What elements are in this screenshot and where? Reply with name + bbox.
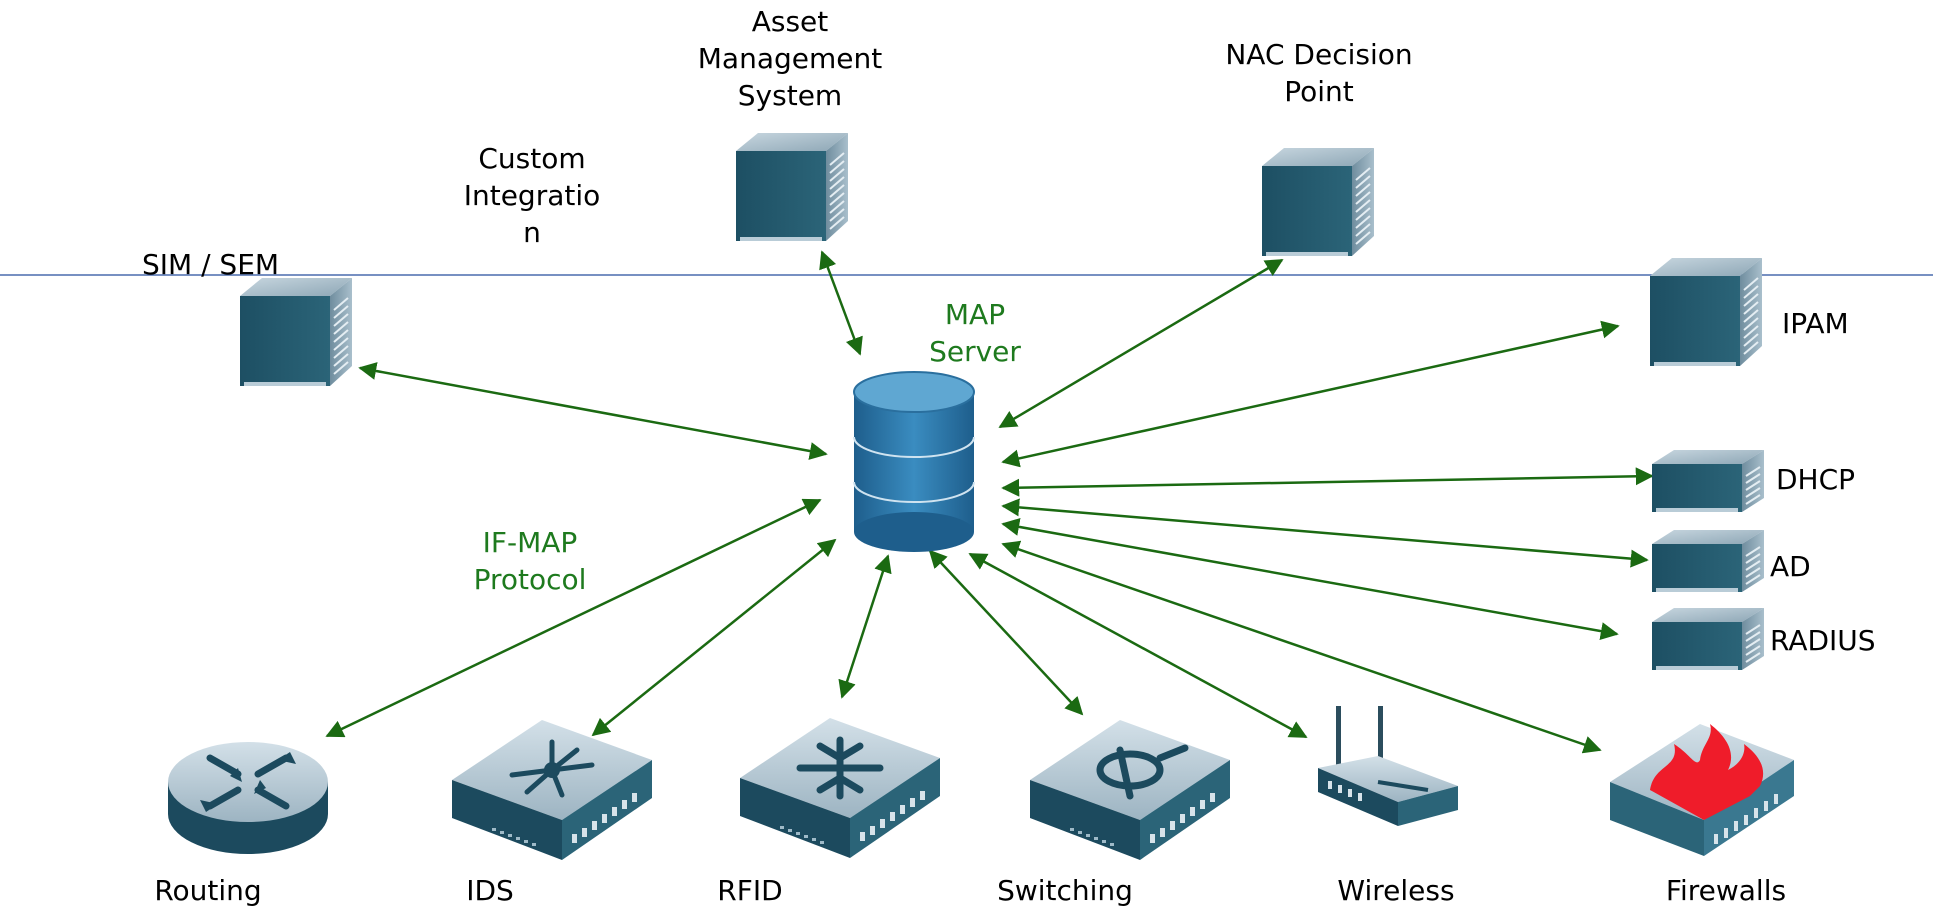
router-icon <box>168 742 328 854</box>
wireless-label: Wireless <box>1337 874 1455 907</box>
protocol-label-line: Protocol <box>473 563 587 596</box>
nac-label-line: NAC Decision <box>1225 38 1413 71</box>
connector-dhcp <box>1001 467 1654 497</box>
rfid-appliance-icon <box>740 718 940 858</box>
connector-lines <box>325 250 1654 754</box>
asset-label-line: Management <box>697 42 883 75</box>
map-server-label-line: Server <box>929 335 1021 368</box>
rack-server-icon <box>1651 529 1765 593</box>
server-tower-icon <box>239 277 353 387</box>
custom-integration-label: Custom Integratio n <box>440 140 624 251</box>
protocol-label-line: IF-MAP <box>482 526 578 559</box>
server-tower-icon <box>1649 257 1763 367</box>
rack-server-icon <box>1651 449 1765 513</box>
switching-label: Switching <box>997 874 1133 907</box>
radius-label: RADIUS <box>1770 624 1876 657</box>
map-server-label: MAP Server <box>900 296 1050 370</box>
connector-switching <box>928 549 1084 716</box>
switch-icon <box>1030 720 1230 860</box>
dhcp-label: DHCP <box>1776 463 1856 496</box>
connector-asset <box>819 250 863 356</box>
connector-ids <box>591 538 837 737</box>
sim-sem-label: SIM / SEM <box>142 248 280 281</box>
database-icon <box>853 371 975 552</box>
ids-appliance-icon <box>452 720 652 860</box>
connector-ipam <box>1001 320 1620 468</box>
asset-management-label: Asset Management System <box>683 3 897 114</box>
if-map-protocol-label: IF-MAP Protocol <box>440 524 620 598</box>
firewalls-label: Firewalls <box>1665 874 1787 907</box>
nac-decision-point-label: NAC Decision Point <box>1194 36 1444 110</box>
routing-label: Routing <box>154 874 262 907</box>
rfid-label: RFID <box>717 874 783 907</box>
rack-server-icon <box>1651 607 1765 671</box>
ad-label: AD <box>1770 550 1811 583</box>
server-tower-icon <box>1261 147 1375 257</box>
connector-radius <box>1001 517 1619 641</box>
connector-rfid <box>838 554 892 699</box>
connector-ad <box>1001 498 1649 568</box>
server-tower-icon <box>735 132 849 242</box>
custom-label-line: Custom <box>478 142 586 175</box>
ids-label: IDS <box>466 874 514 907</box>
connector-firewalls <box>1001 540 1602 754</box>
nac-label-line: Point <box>1284 75 1354 108</box>
connector-wireless <box>968 552 1308 739</box>
asset-label-line: Asset <box>751 5 829 38</box>
custom-label-line: n <box>523 216 541 249</box>
wireless-ap-icon <box>1318 706 1458 826</box>
firewall-icon <box>1610 724 1794 856</box>
ipam-label: IPAM <box>1782 307 1849 340</box>
connector-sim-sem <box>358 362 828 460</box>
map-server-label-line: MAP <box>944 298 1006 331</box>
asset-label-line: System <box>737 79 843 112</box>
custom-label-line: Integratio <box>463 179 601 212</box>
